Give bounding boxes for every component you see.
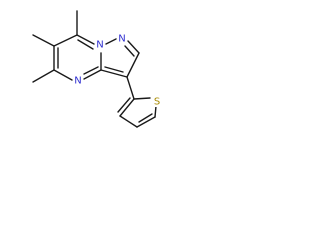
methyl-groups xyxy=(32,10,78,83)
bond-t3-t4 xyxy=(119,115,138,128)
atom-labels: N N N S xyxy=(73,33,162,108)
bond-t2-t3 xyxy=(119,98,135,117)
bond-t4-t5-double xyxy=(138,113,153,123)
pyrazole-ring xyxy=(100,38,140,78)
bond-s-t2 xyxy=(133,97,151,100)
bond-c3-c3a xyxy=(100,69,128,78)
methyl-c5 xyxy=(32,69,55,83)
thiophene-ring xyxy=(117,76,157,128)
nitrogen-label-bridgehead: N xyxy=(96,40,103,51)
pyrimidine-ring xyxy=(53,34,102,81)
bond-n1-c2-double xyxy=(124,45,135,57)
sulfur-label: S xyxy=(154,97,160,108)
nitrogen-label-n4: N xyxy=(74,76,81,87)
bond-n7a-c7 xyxy=(76,34,95,45)
bond-t2-t3-double xyxy=(117,97,131,113)
bond-n7a-c7-double xyxy=(77,39,94,50)
bond-t5-s xyxy=(154,105,157,118)
bond-c3-thienyl xyxy=(126,76,135,100)
molecule-drawing: N N N S xyxy=(32,10,162,128)
bond-n4-c3a-double xyxy=(83,66,99,75)
bond-n7a-n1 xyxy=(105,38,117,45)
bond-n1-c2 xyxy=(127,40,140,54)
bond-c5-n4 xyxy=(53,69,73,81)
bond-c3-c3a-double xyxy=(104,66,124,73)
methyl-c6 xyxy=(32,34,55,47)
bond-c7-c6 xyxy=(53,34,78,47)
bond-n4-c3a xyxy=(83,69,102,80)
bond-c2-c3 xyxy=(126,52,140,78)
structure-canvas: N N N S xyxy=(0,0,215,131)
bond-t4-t5 xyxy=(136,116,156,128)
nitrogen-label-n1: N xyxy=(118,34,125,45)
